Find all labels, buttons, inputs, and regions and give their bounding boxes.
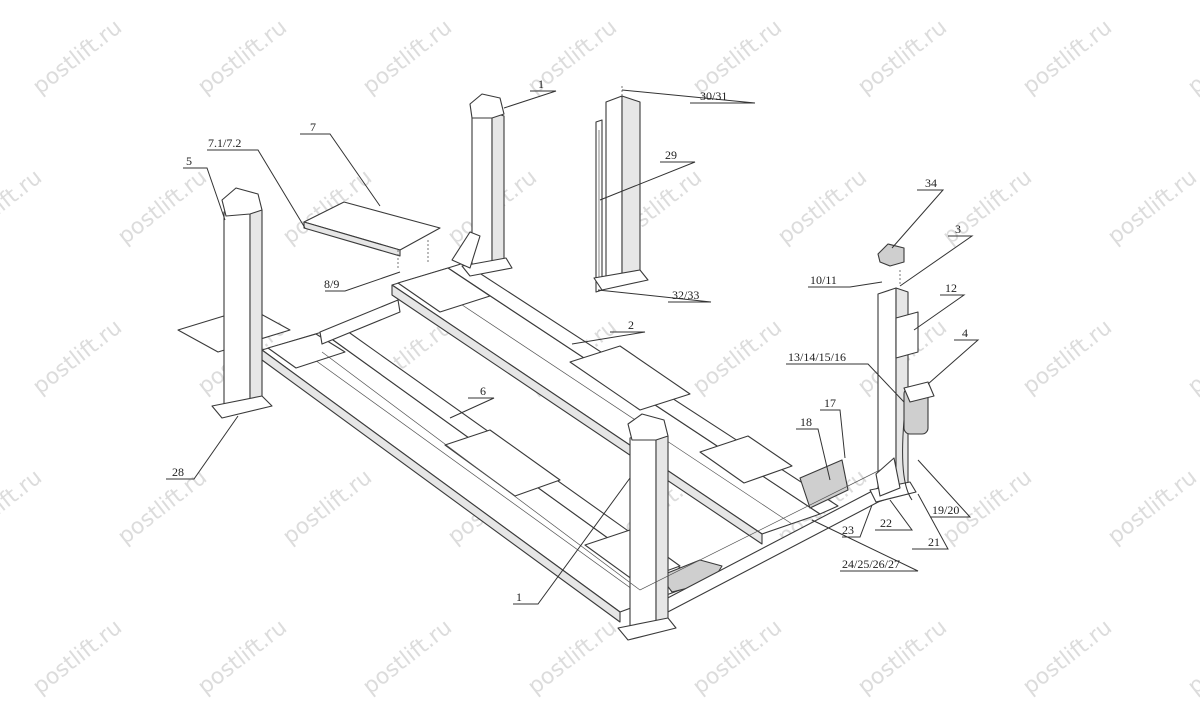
watermark-text: postlift.ru <box>938 165 1037 250</box>
callout-29: 29 <box>665 148 677 162</box>
callout-4: 4 <box>962 326 968 340</box>
watermark-text: postlift.ru <box>193 15 292 100</box>
watermark-text: postlift.ru <box>1183 315 1200 400</box>
callout-5: 5 <box>186 154 192 168</box>
watermark-text: postlift.ru <box>1018 315 1117 400</box>
watermark-text: postlift.ru <box>0 465 47 550</box>
callout-30-31: 30/31 <box>700 89 727 103</box>
watermark-text: postlift.ru <box>1018 15 1117 100</box>
watermark-text: postlift.ru <box>113 165 212 250</box>
callout-8-9: 8/9 <box>324 277 339 291</box>
watermark-text: postlift.ru <box>773 165 872 250</box>
control-box-12 <box>895 311 919 359</box>
callout-3: 3 <box>955 222 961 236</box>
watermark-text: postlift.ru <box>523 615 622 700</box>
watermark-text: postlift.ru <box>853 615 952 700</box>
watermark-text: postlift.ru <box>358 15 457 100</box>
watermark-text: postlift.ru <box>28 15 127 100</box>
watermark-text: postlift.ru <box>853 15 952 100</box>
callout-23: 23 <box>842 523 854 537</box>
callout-21: 21 <box>928 535 940 549</box>
ladder-column-29 <box>593 86 649 293</box>
watermark-text: postlift.ru <box>688 315 787 400</box>
watermark-text: postlift.ru <box>688 15 787 100</box>
callout-10-11: 10/11 <box>810 273 837 287</box>
lower-rail <box>321 351 881 591</box>
watermark-text: postlift.ru <box>358 615 457 700</box>
cross-beam-rear <box>319 299 401 345</box>
watermark-text: postlift.ru <box>1183 15 1200 100</box>
callout-32-33: 32/33 <box>672 288 699 302</box>
callout-1-bottom: 1 <box>516 590 522 604</box>
post-power <box>869 243 935 503</box>
callout-7: 7 <box>310 120 316 134</box>
cap-34 <box>877 243 905 267</box>
post-1-rear <box>451 93 513 277</box>
ramp-plate-7 <box>303 201 441 270</box>
callout-1-top: 1 <box>538 77 544 91</box>
watermark-text: postlift.ru <box>1103 165 1200 250</box>
lift-drawing <box>177 86 935 641</box>
watermark-text: postlift.ru <box>0 165 47 250</box>
callout-22: 22 <box>880 516 892 530</box>
callout-19-20: 19/20 <box>932 503 959 517</box>
watermark-text: postlift.ru <box>278 465 377 550</box>
watermark-text: postlift.ru <box>1183 615 1200 700</box>
watermark-text: postlift.ru <box>1103 465 1200 550</box>
watermark-text: postlift.ru <box>28 315 127 400</box>
callout-18: 18 <box>800 415 812 429</box>
callout-2: 2 <box>628 318 634 332</box>
watermark-text: postlift.ru <box>113 465 212 550</box>
callout-13-16: 13/14/15/16 <box>788 350 846 364</box>
callout-12: 12 <box>945 281 957 295</box>
callout-17: 17 <box>824 396 836 410</box>
callout-28: 28 <box>172 465 184 479</box>
callout-24-27: 24/25/26/27 <box>842 557 900 571</box>
runway-right <box>391 262 849 545</box>
watermark-text: postlift.ru <box>688 615 787 700</box>
post-5 <box>211 187 273 419</box>
callout-7-1-7-2: 7.1/7.2 <box>208 136 241 150</box>
watermark-text: postlift.ru <box>193 615 292 700</box>
watermark-text: postlift.ru <box>1018 615 1117 700</box>
leader-lines <box>166 89 980 605</box>
callout-labels: 1 30/31 7 7.1/7.2 29 5 34 3 8/9 32/33 10… <box>172 77 968 604</box>
callout-34: 34 <box>925 176 937 190</box>
watermark-text: postlift.ru <box>28 615 127 700</box>
callout-6: 6 <box>480 384 486 398</box>
